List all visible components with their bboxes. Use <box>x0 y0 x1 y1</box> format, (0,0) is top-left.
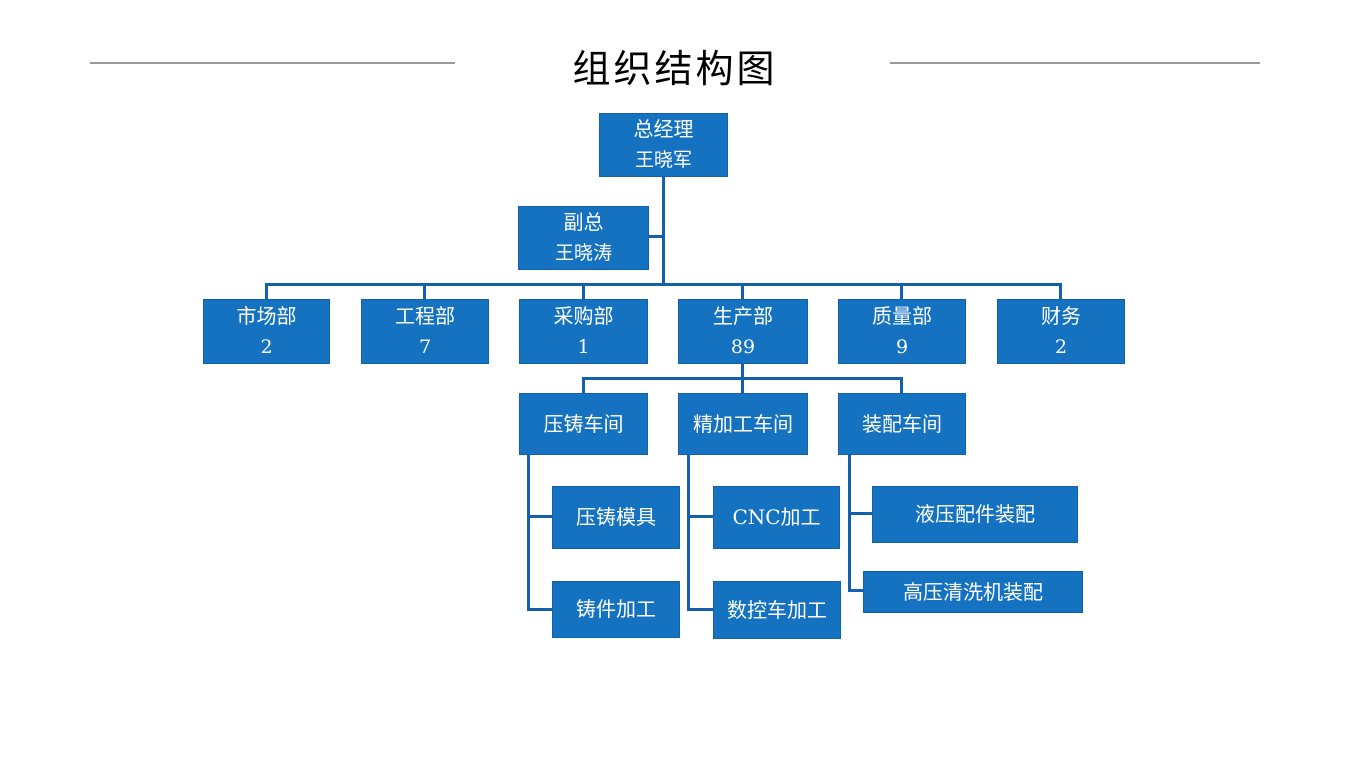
connector-line <box>741 283 744 299</box>
node-unit-hydraulic-assembly: 液压配件装配 <box>872 486 1078 543</box>
unit-label: 数控车加工 <box>727 597 827 622</box>
connector-line <box>527 608 552 611</box>
node-deputy: 副总 王晓涛 <box>518 206 649 270</box>
node-person-name: 王晓涛 <box>554 242 612 265</box>
department-headcount: 7 <box>418 335 432 358</box>
unit-label: 液压配件装配 <box>915 502 1035 526</box>
department-label: 工程部 <box>395 303 455 328</box>
node-department-production: 生产部 89 <box>678 299 808 364</box>
node-unit-high-pressure-cleaner-assembly: 高压清洗机装配 <box>863 571 1083 613</box>
node-department-quality: 质量部 9 <box>838 299 966 364</box>
node-department-marketing: 市场部 2 <box>203 299 330 364</box>
connector-line <box>527 515 552 518</box>
connector-line <box>687 608 713 611</box>
connector-line <box>848 512 872 515</box>
connector-line <box>265 283 268 299</box>
title-rule-right <box>890 62 1260 64</box>
connector-line <box>687 455 690 611</box>
connector-line <box>848 455 851 592</box>
node-workshop-die-casting: 压铸车间 <box>519 393 648 455</box>
connector-line <box>900 377 903 393</box>
title-rule-left <box>90 62 455 64</box>
connector-line <box>582 283 585 299</box>
connector-line <box>741 377 744 393</box>
page-title: 组织结构图 <box>572 47 778 91</box>
node-department-purchasing: 采购部 1 <box>519 299 648 364</box>
node-unit-cnc-machining: CNC加工 <box>713 486 840 549</box>
department-headcount: 2 <box>260 335 273 358</box>
unit-label: 高压清洗机装配 <box>903 579 1043 604</box>
workshop-label: 精加工车间 <box>693 411 793 436</box>
department-headcount: 89 <box>730 335 756 358</box>
department-headcount: 9 <box>895 335 909 358</box>
department-label: 生产部 <box>713 303 773 328</box>
node-workshop-assembly: 装配车间 <box>838 393 966 455</box>
connector-line <box>848 589 863 592</box>
node-person-name: 王晓军 <box>634 149 692 172</box>
connector-line <box>265 283 1062 286</box>
department-headcount: 2 <box>1054 335 1068 358</box>
connector-line <box>900 283 903 299</box>
unit-label: 铸件加工 <box>576 597 656 621</box>
connector-line <box>741 364 744 378</box>
node-role: 总经理 <box>633 117 694 142</box>
workshop-label: 装配车间 <box>862 411 942 436</box>
node-department-finance: 财务 2 <box>997 299 1125 364</box>
connector-line <box>687 515 713 518</box>
connector-line <box>423 283 426 299</box>
unit-label: 压铸模具 <box>576 505 656 529</box>
node-general-manager: 总经理 王晓军 <box>599 113 728 177</box>
connector-line <box>582 377 585 393</box>
node-role: 副总 <box>563 210 604 235</box>
unit-label: CNC加工 <box>732 505 821 529</box>
workshop-label: 压铸车间 <box>543 411 624 436</box>
connector-line <box>649 235 664 238</box>
node-unit-casting-processing: 铸件加工 <box>552 581 680 638</box>
department-label: 采购部 <box>553 303 614 328</box>
node-department-engineering: 工程部 7 <box>361 299 489 364</box>
node-unit-die-casting-molds: 压铸模具 <box>552 486 680 549</box>
department-headcount: 1 <box>577 335 590 358</box>
connector-line <box>662 177 665 286</box>
connector-line <box>527 455 530 611</box>
department-label: 财务 <box>1041 303 1081 328</box>
node-unit-cnc-lathe: 数控车加工 <box>713 581 841 639</box>
department-label: 市场部 <box>236 303 297 328</box>
node-workshop-machining: 精加工车间 <box>678 393 808 455</box>
department-label: 质量部 <box>872 303 932 328</box>
connector-line <box>1059 283 1062 299</box>
